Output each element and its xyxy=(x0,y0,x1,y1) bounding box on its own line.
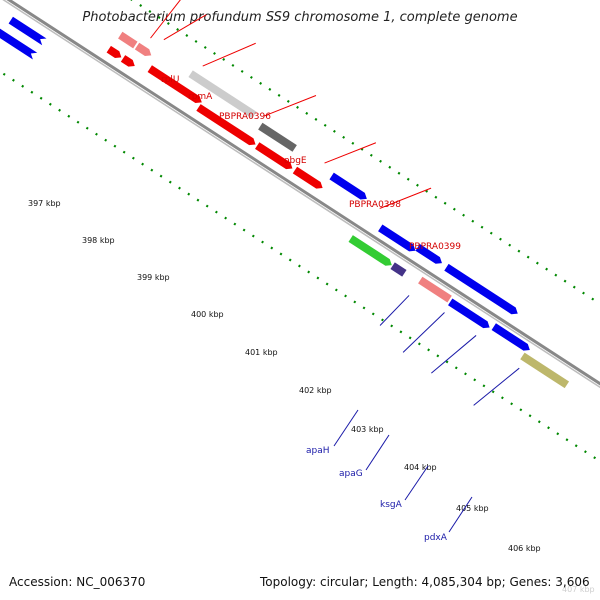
kbp-label: 402 kbp xyxy=(299,386,332,395)
gene-blue-left[interactable] xyxy=(8,16,47,46)
backbone-inner xyxy=(0,0,600,435)
gene-red-5[interactable] xyxy=(196,104,257,148)
gene-red-4[interactable] xyxy=(147,65,204,105)
tick-ring-inner xyxy=(0,0,600,487)
kbp-label: 398 kbp xyxy=(82,236,115,245)
gene-ksgA-bar[interactable] xyxy=(418,276,452,303)
genome-summary-text: Topology: circular; Length: 4,085,304 bp… xyxy=(260,575,590,589)
kbp-label: 401 kbp xyxy=(245,348,278,357)
gene-label-PBPRA0398[interactable]: PBPRA0398 xyxy=(349,200,401,210)
gene-label-ksgA[interactable]: ksgA xyxy=(380,500,403,510)
gene-green[interactable] xyxy=(348,235,394,268)
gene-blue-left-2[interactable] xyxy=(0,25,38,60)
gene-blue-a[interactable] xyxy=(415,244,444,267)
gene-label-apaG[interactable]: apaG xyxy=(339,469,363,479)
gene-leader-lines-top xyxy=(150,0,432,209)
gene-rplU[interactable] xyxy=(118,31,138,49)
gene-red-6[interactable] xyxy=(255,142,295,172)
gene-blue-c[interactable] xyxy=(448,298,492,331)
gene-PBPRA0396[interactable] xyxy=(188,70,257,119)
gene-olive[interactable] xyxy=(520,352,570,389)
gene-label-rplU[interactable]: rplU xyxy=(161,75,180,85)
gene-label-pdxA[interactable]: pdxA xyxy=(424,533,448,543)
gene-label-rpmA[interactable]: rpmA xyxy=(188,92,213,102)
gene-blue-b[interactable] xyxy=(444,263,520,317)
backbone-outer xyxy=(0,0,600,433)
kbp-label: 399 kbp xyxy=(137,273,170,282)
kbp-label: 397 kbp xyxy=(28,199,61,208)
gene-PBPRA0399[interactable] xyxy=(378,224,418,255)
kbp-scale: 397 kbp 398 kbp 399 kbp 400 kbp 401 kbp … xyxy=(28,199,595,594)
gene-red-7[interactable] xyxy=(292,166,325,192)
tick-ring-outer xyxy=(0,0,600,377)
kbp-label: 405 kbp xyxy=(456,504,489,513)
gene-PBPRA0398[interactable] xyxy=(329,172,369,203)
gene-purple[interactable] xyxy=(390,262,407,277)
kbp-label: 404 kbp xyxy=(404,463,437,472)
gene-rpmA[interactable] xyxy=(134,42,154,59)
gene-leader-lines-bottom xyxy=(379,295,520,406)
gene-label-PBPRA0399[interactable]: PBPRA0399 xyxy=(409,242,461,252)
kbp-label: 407 kbp xyxy=(562,585,595,594)
map-title: Photobacterium profundum SS9 chromosome … xyxy=(82,10,518,25)
gene-label-PBPRA0396[interactable]: PBPRA0396 xyxy=(219,112,271,122)
gene-red-3[interactable] xyxy=(120,55,137,69)
gene-label-apaH[interactable]: apaH xyxy=(306,446,330,456)
kbp-label: 406 kbp xyxy=(508,544,541,553)
kbp-label: 403 kbp xyxy=(351,425,384,434)
bottom-leaders xyxy=(333,409,473,533)
gene-obgE[interactable] xyxy=(258,122,297,152)
gene-label-obgE[interactable]: obgE xyxy=(284,156,307,166)
gene-labels: rplU rpmA PBPRA0396 obgE PBPRA0398 PBPRA… xyxy=(161,75,461,543)
kbp-label: 400 kbp xyxy=(191,310,224,319)
gene-red-2[interactable] xyxy=(106,45,124,61)
accession-text: Accession: NC_006370 xyxy=(9,575,146,589)
gene-blue-d[interactable] xyxy=(491,323,532,353)
